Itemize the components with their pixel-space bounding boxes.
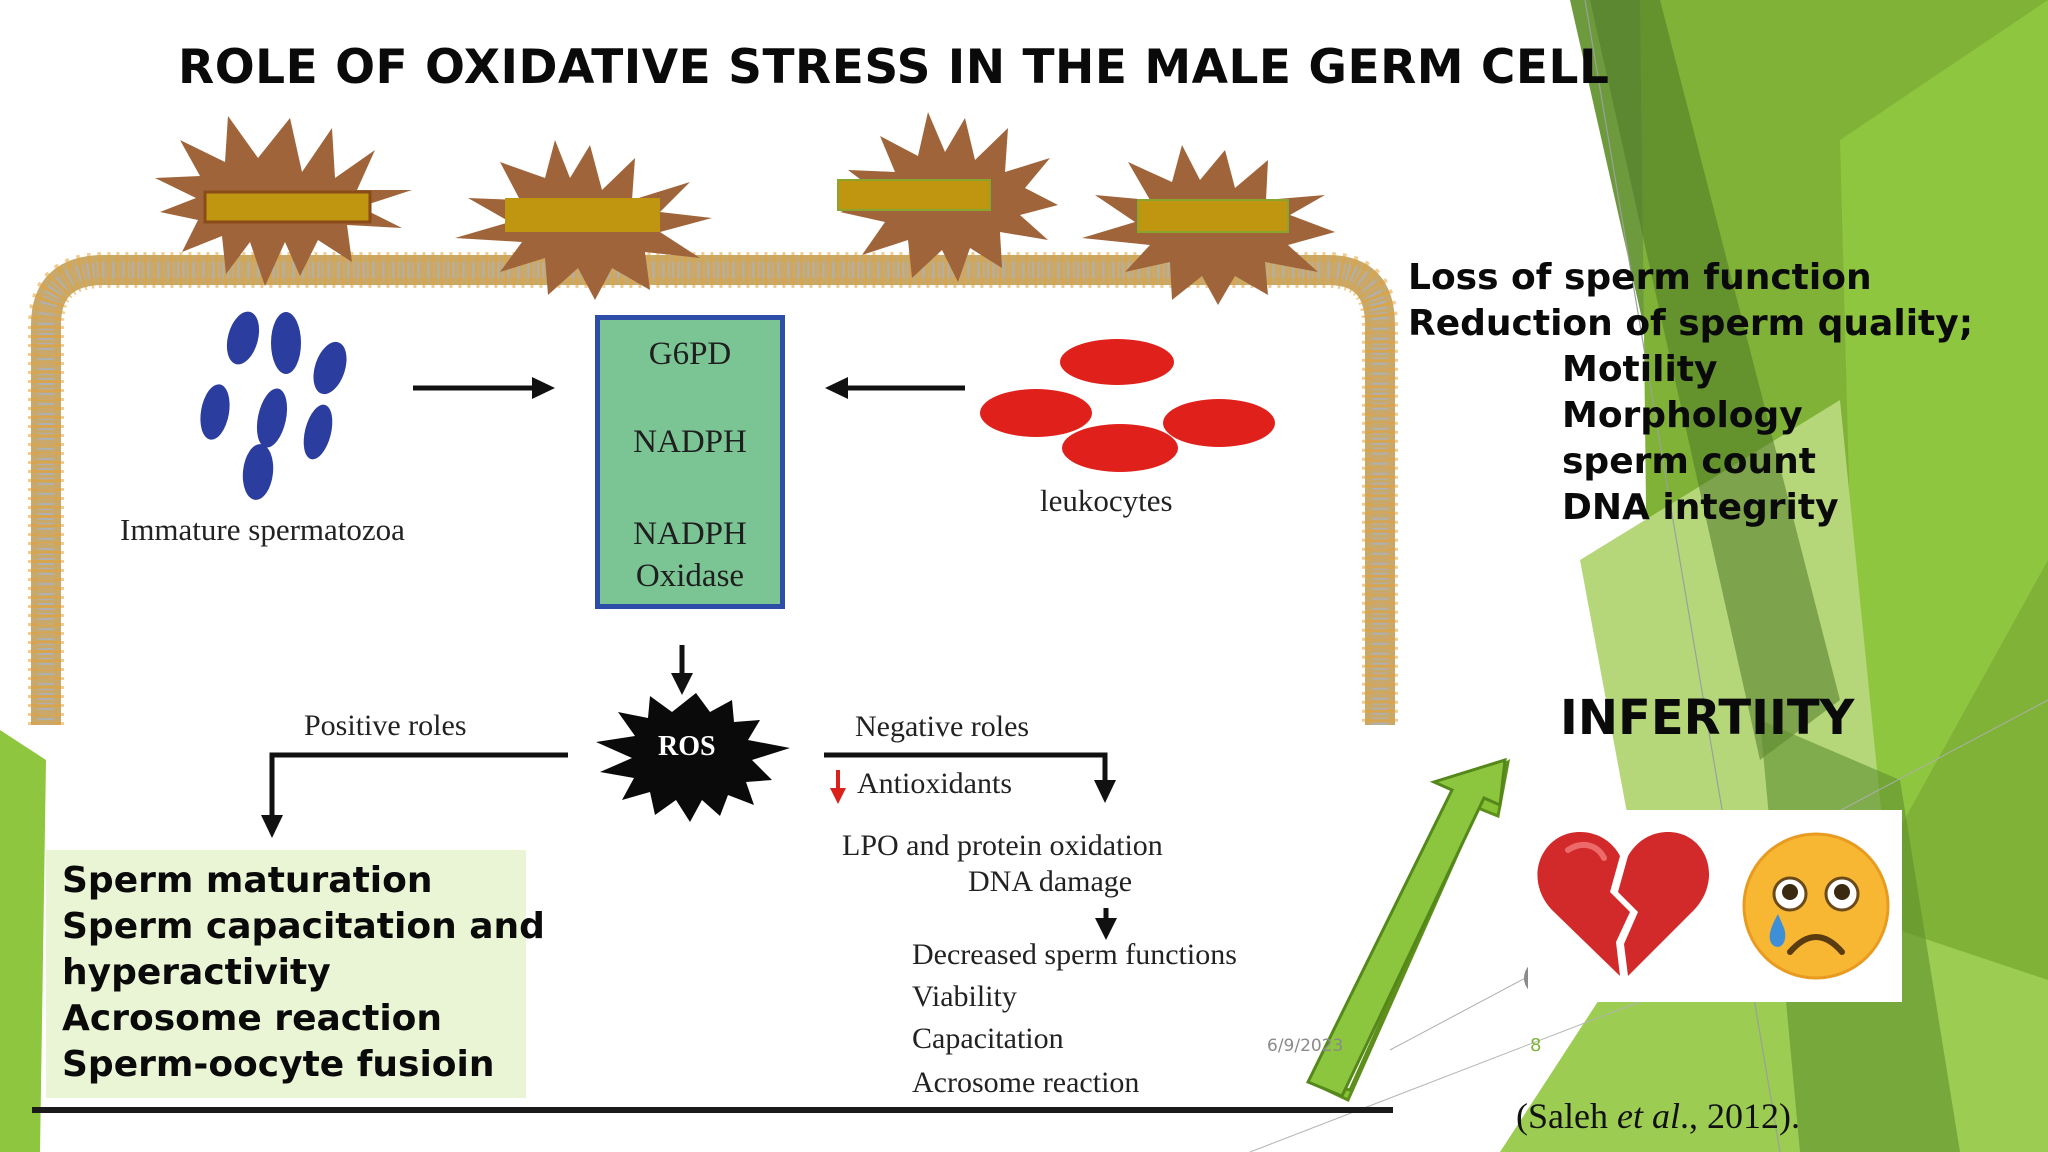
big-green-arrow-icon [1305, 757, 1511, 1103]
effect-line: Loss of sperm function [1408, 257, 1872, 298]
positive-line: Sperm capacitation and [62, 906, 545, 947]
immature-spermatozoa-cells [200, 311, 347, 500]
decreased-sperm-functions-label: Decreased sperm functions [912, 938, 1237, 971]
page-number: 8 [1530, 1035, 1542, 1056]
viability-label: Viability [912, 980, 1017, 1013]
crying-face-icon [1742, 832, 1890, 980]
slide-title: ROLE OF OXIDATIVE STRESS IN THE MALE GER… [178, 40, 1610, 95]
stress-starburst-3 [837, 112, 1058, 282]
dna-damage-label: DNA damage [968, 865, 1133, 898]
box-line-g6pd: G6PD [648, 336, 732, 372]
citation: (Saleh et al., 2012). [1516, 1095, 1800, 1137]
stress-starburst-2 [455, 140, 712, 300]
effect-subitem: DNA integrity [1562, 487, 1839, 528]
stress-starburst-4 [1082, 145, 1335, 305]
positive-roles-box: Sperm maturation Sperm capacitation and … [46, 850, 545, 1098]
infertility-label: INFERTIITY [1560, 690, 1855, 746]
antioxidants-label: Antioxidants [857, 767, 1012, 800]
citation-prefix: (Saleh [1516, 1096, 1617, 1136]
broken-heart-icon [1537, 832, 1710, 976]
ros-label: ROS [658, 731, 716, 762]
effect-subitem: Motility [1562, 349, 1718, 390]
cell-membrane [28, 252, 1398, 725]
immature-spermatozoa-label: Immature spermatozoa [120, 512, 405, 547]
effects-list: Loss of sperm function Reduction of sper… [1408, 255, 1973, 531]
positive-line: hyperactivity [62, 952, 331, 993]
box-line-nadph: NADPH [633, 424, 747, 460]
citation-suffix: ., 2012). [1679, 1096, 1800, 1136]
acrosome-reaction-label: Acrosome reaction [912, 1066, 1140, 1099]
g6pd-pathway-box: G6PD NADPH NADPH Oxidase [595, 315, 785, 609]
footer-date: 6/9/2023 [1267, 1036, 1344, 1056]
positive-line: Sperm maturation [62, 860, 433, 901]
negative-roles-label: Negative roles [855, 710, 1030, 743]
positive-line: Acrosome reaction [62, 998, 443, 1039]
decrease-arrow-icon [830, 770, 846, 804]
effect-subitem: sperm count [1562, 441, 1816, 482]
emoji-panel [1528, 810, 1902, 1002]
positive-line: Sperm-oocyte fusioin [62, 1044, 495, 1085]
box-line-nadph-2: NADPH [633, 516, 747, 552]
citation-italic: et al [1616, 1096, 1680, 1136]
leukocytes-label: leukocytes [1040, 483, 1173, 518]
positive-roles-label: Positive roles [304, 709, 467, 742]
lpo-protein-oxidation-label: LPO and protein oxidation [842, 829, 1163, 862]
effect-line: Reduction of sperm quality; [1408, 303, 1974, 344]
ros-starburst [596, 693, 790, 822]
leukocyte-cells [980, 339, 1275, 472]
capacitation-label: Capacitation [912, 1022, 1064, 1055]
box-line-oxidase: Oxidase [635, 558, 745, 594]
effect-subitem: Morphology [1562, 395, 1803, 436]
stress-starburst-1 [155, 116, 412, 286]
